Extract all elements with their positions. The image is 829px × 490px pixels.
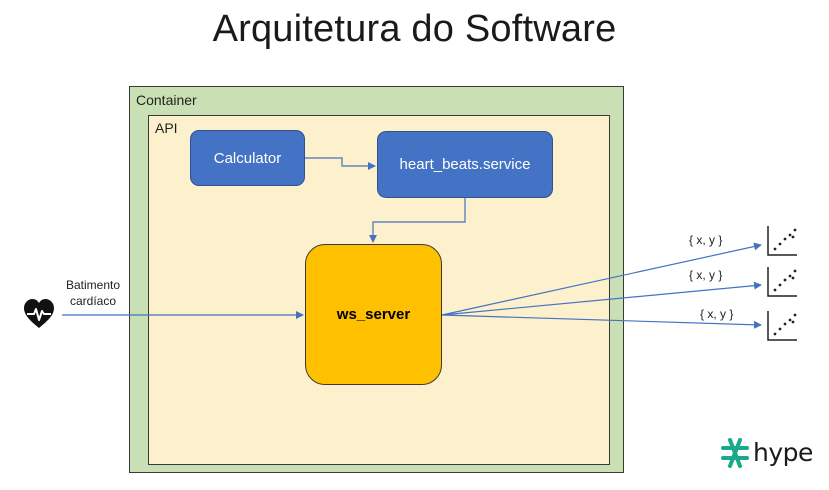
arrow-calculator-to-service <box>305 157 376 170</box>
output-label-1: { x, y } <box>689 233 723 247</box>
container-label: Container <box>136 92 197 108</box>
hype-logo-text: hype <box>753 438 813 467</box>
ws-server-node: ws_server <box>305 244 442 385</box>
scatter-chart-icon <box>767 267 797 297</box>
arrow-ws-to-output-3 <box>441 314 762 329</box>
page-title: Arquitetura do Software <box>212 8 617 50</box>
output-label-2: { x, y } <box>689 268 723 282</box>
input-label-line1: Batimento <box>65 278 121 292</box>
api-label: API <box>155 120 178 136</box>
arrow-ws-to-output-1 <box>441 242 762 316</box>
scatter-chart-icon <box>767 226 797 256</box>
input-label: Batimento cardíaco <box>58 277 128 309</box>
arrow-ws-to-output-2 <box>441 281 762 316</box>
scatter-chart-icon <box>767 311 797 341</box>
heartbeat-icon <box>24 299 54 328</box>
calculator-node: Calculator <box>190 130 305 186</box>
input-label-line2: cardíaco <box>69 294 117 308</box>
heart-beats-service-node: heart_beats.service <box>377 131 553 198</box>
hype-logo-icon <box>721 438 749 468</box>
hype-logo: hype <box>718 436 813 470</box>
output-label-3: { x, y } <box>700 307 734 321</box>
arrow-service-to-ws <box>369 198 466 243</box>
